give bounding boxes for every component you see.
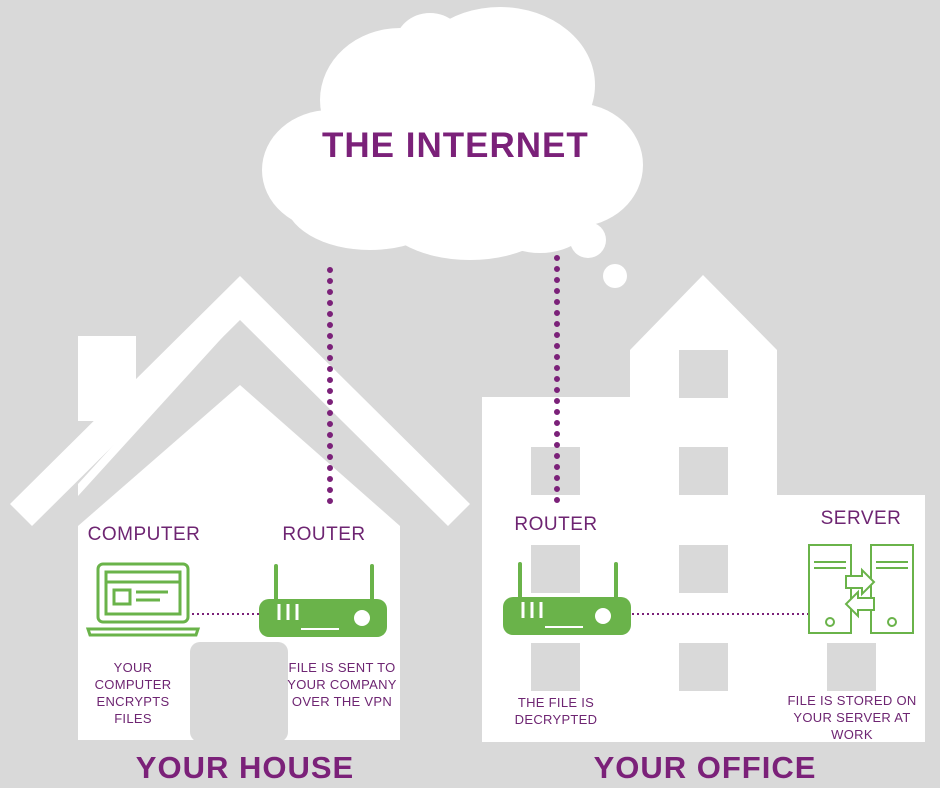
router-icon-office: [503, 562, 631, 635]
server-label: SERVER: [820, 508, 902, 529]
office-label: YOUR OFFICE: [593, 750, 817, 785]
laptop-icon: [85, 562, 201, 637]
house-router-caption: FILE IS SENT TO YOUR COMPANY OVER THE VP…: [287, 660, 397, 709]
office-router-label: ROUTER: [514, 514, 598, 535]
server-caption: FILE IS STORED ON YOUR SERVER AT WORK: [787, 693, 917, 742]
internet-title: THE INTERNET: [322, 126, 589, 165]
router-icon-house: [259, 564, 387, 637]
office-router-caption: THE FILE IS DECRYPTED: [514, 695, 598, 727]
house-router-label: ROUTER: [282, 524, 366, 545]
house-building: [10, 276, 470, 740]
internet-cloud: [262, 7, 643, 288]
computer-label: COMPUTER: [87, 524, 201, 545]
server-icon: [808, 544, 914, 634]
house-label: YOUR HOUSE: [135, 750, 355, 785]
computer-caption: YOUR COMPUTER ENCRYPTS FILES: [94, 660, 172, 726]
house-door: [190, 642, 288, 742]
